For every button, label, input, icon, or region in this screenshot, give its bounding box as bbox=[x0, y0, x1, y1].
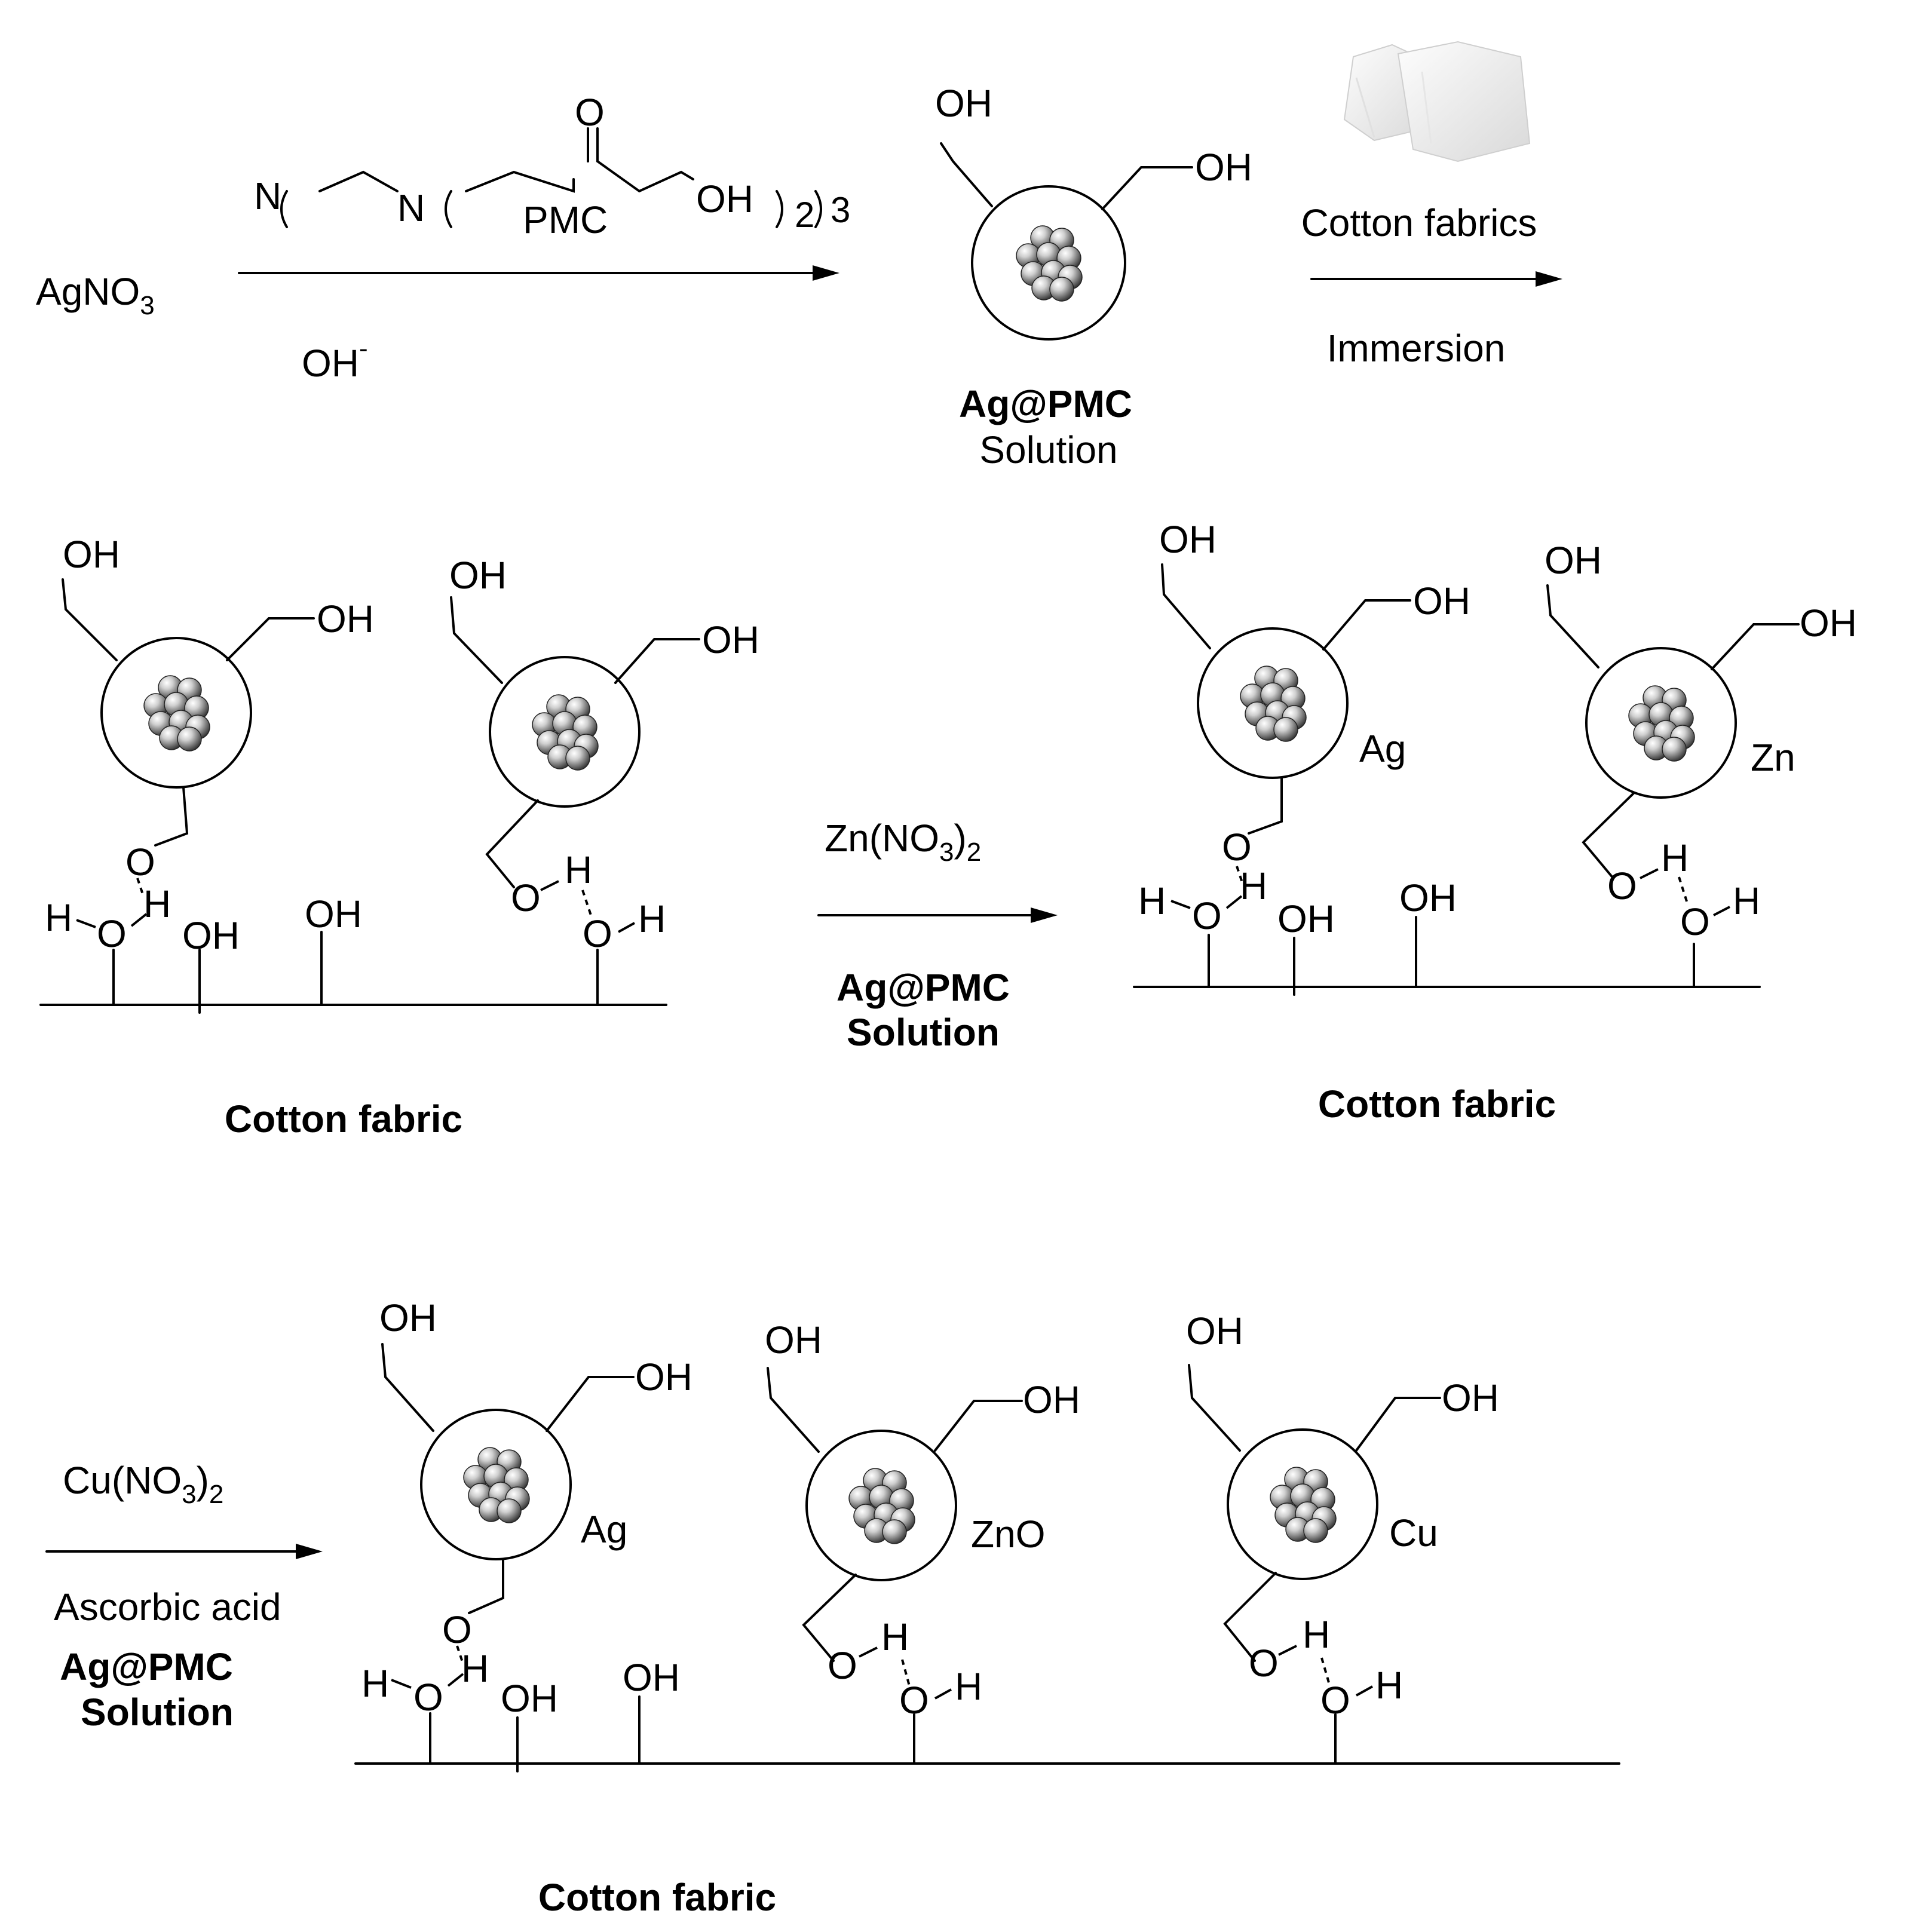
h-g-right: H bbox=[1375, 1664, 1403, 1707]
h-d-link: H bbox=[1661, 836, 1689, 879]
ligand-n1: N bbox=[254, 174, 281, 217]
oh-c-top: OH bbox=[1159, 518, 1216, 561]
h-d-right: H bbox=[1733, 879, 1760, 922]
nanoparticle-sphere bbox=[565, 746, 590, 771]
oh-c-right: OH bbox=[1413, 579, 1470, 622]
cotton-fabric-label-3: Cotton fabric bbox=[538, 1876, 776, 1919]
reagent-hydroxide: OH- bbox=[302, 334, 368, 385]
h-f-link: H bbox=[881, 1615, 909, 1658]
oh-b-right: OH bbox=[702, 618, 759, 661]
arrow4-below-label-2: Ag@PMC bbox=[60, 1645, 233, 1688]
nanoparticle-cluster-icon bbox=[1240, 666, 1307, 742]
oh-surface-c3: OH bbox=[1399, 876, 1457, 919]
arrow4-above-label: Cu(NO3)2 bbox=[63, 1459, 223, 1509]
nanoparticle-sphere bbox=[1303, 1518, 1328, 1543]
arrow3-below-label-1: Ag@PMC bbox=[836, 966, 1010, 1009]
oh-surface-e3: OH bbox=[623, 1656, 680, 1699]
nanoparticle-cluster-icon bbox=[1628, 685, 1695, 762]
arrow3-above-label: Zn(NO3)2 bbox=[825, 817, 981, 867]
nanoparticle-sphere bbox=[1662, 737, 1687, 762]
o-b-surface: O bbox=[583, 912, 612, 955]
nanoparticle-sphere bbox=[177, 726, 202, 752]
oh-f-right: OH bbox=[1023, 1378, 1080, 1421]
cotton-fabric-label-2: Cotton fabric bbox=[1318, 1082, 1556, 1126]
h-a-link: H bbox=[143, 882, 171, 925]
h-a-left: H bbox=[45, 896, 72, 939]
oh-d-right: OH bbox=[1800, 602, 1857, 645]
nanoparticle-sphere bbox=[497, 1498, 522, 1523]
nanoparticle-cluster-icon bbox=[848, 1468, 915, 1544]
nanoparticle-sphere bbox=[1049, 277, 1074, 302]
ligand-oh: OH bbox=[696, 177, 753, 220]
h-g-link: H bbox=[1303, 1613, 1330, 1656]
nanoparticle-cluster-icon bbox=[143, 675, 210, 752]
ligand-pmc: PMC bbox=[523, 198, 608, 241]
o-a-link: O bbox=[125, 841, 155, 884]
oh-d-top: OH bbox=[1545, 539, 1602, 582]
o-e-link: O bbox=[442, 1608, 472, 1651]
h-b-right: H bbox=[638, 897, 666, 940]
nanoparticle-sphere bbox=[882, 1519, 907, 1544]
h-f-right: H bbox=[955, 1665, 982, 1708]
label-zno-f: ZnO bbox=[971, 1513, 1045, 1556]
oh-surface-3: OH bbox=[305, 893, 362, 936]
nanoparticle-cluster-icon bbox=[532, 694, 599, 771]
o-g-surface: O bbox=[1320, 1679, 1350, 1722]
o-d-link: O bbox=[1607, 864, 1637, 907]
h-b-link: H bbox=[565, 848, 592, 891]
product-ag-pmc-label: Ag@PMC bbox=[959, 382, 1132, 425]
h-c-link: H bbox=[1240, 864, 1267, 907]
nanoparticle-cluster-icon bbox=[1270, 1467, 1337, 1543]
cotton-fabric-label-1: Cotton fabric bbox=[225, 1097, 462, 1140]
ligand-oxygen: O bbox=[575, 91, 605, 134]
label-ag-c: Ag bbox=[1359, 727, 1406, 770]
h-e-left: H bbox=[361, 1662, 389, 1705]
o-f-link: O bbox=[828, 1644, 857, 1687]
oh-b-top: OH bbox=[449, 554, 507, 597]
reactant-agno3: AgNO3 bbox=[36, 270, 155, 320]
ligand-n2: N bbox=[397, 186, 425, 229]
o-e-surface: O bbox=[413, 1676, 443, 1719]
product-solution-label: Solution bbox=[979, 428, 1117, 471]
oh-f-top: OH bbox=[765, 1318, 822, 1361]
oh-g-right: OH bbox=[1442, 1376, 1499, 1419]
h-c-left: H bbox=[1138, 879, 1166, 922]
label-cu-g: Cu bbox=[1389, 1511, 1438, 1554]
arrow2-below-label: Immersion bbox=[1327, 327, 1506, 370]
oh-surface-2: OH bbox=[182, 914, 240, 957]
ligand-sub3: 3 bbox=[831, 190, 850, 230]
h-e-link: H bbox=[461, 1647, 489, 1690]
arrow2-above-label: Cotton fabrics bbox=[1301, 201, 1537, 244]
nanoparticle-cluster-icon bbox=[1016, 225, 1083, 302]
o-c-surface: O bbox=[1192, 894, 1222, 937]
oh-surface-e2: OH bbox=[501, 1677, 558, 1720]
o-f-surface: O bbox=[899, 1679, 929, 1722]
arrow4-below-label-3: Solution bbox=[81, 1691, 234, 1734]
label-ag-e: Ag bbox=[581, 1508, 627, 1551]
cotton-fabric-icon bbox=[1343, 41, 1531, 162]
ligand-sub2: 2 bbox=[795, 195, 814, 235]
o-g-link: O bbox=[1249, 1642, 1279, 1685]
product-oh-right: OH bbox=[1195, 146, 1252, 189]
label-zn-d: Zn bbox=[1751, 736, 1795, 779]
oh-e-top: OH bbox=[379, 1296, 437, 1339]
o-c-link: O bbox=[1222, 826, 1252, 869]
oh-a-top: OH bbox=[63, 533, 120, 576]
nanoparticle-sphere bbox=[1273, 717, 1298, 742]
oh-a-right: OH bbox=[317, 597, 374, 640]
o-a-surface: O bbox=[97, 912, 127, 955]
arrow3-below-label-2: Solution bbox=[847, 1011, 1000, 1054]
oh-surface-c2: OH bbox=[1277, 897, 1335, 940]
o-d-surface: O bbox=[1680, 900, 1710, 943]
oh-g-top: OH bbox=[1186, 1310, 1243, 1353]
oh-e-right: OH bbox=[635, 1356, 692, 1399]
arrow4-below-label-1: Ascorbic acid bbox=[54, 1586, 281, 1629]
o-b-link: O bbox=[511, 876, 541, 919]
nanoparticle-cluster-icon bbox=[463, 1447, 530, 1523]
product-oh-top: OH bbox=[935, 82, 992, 125]
